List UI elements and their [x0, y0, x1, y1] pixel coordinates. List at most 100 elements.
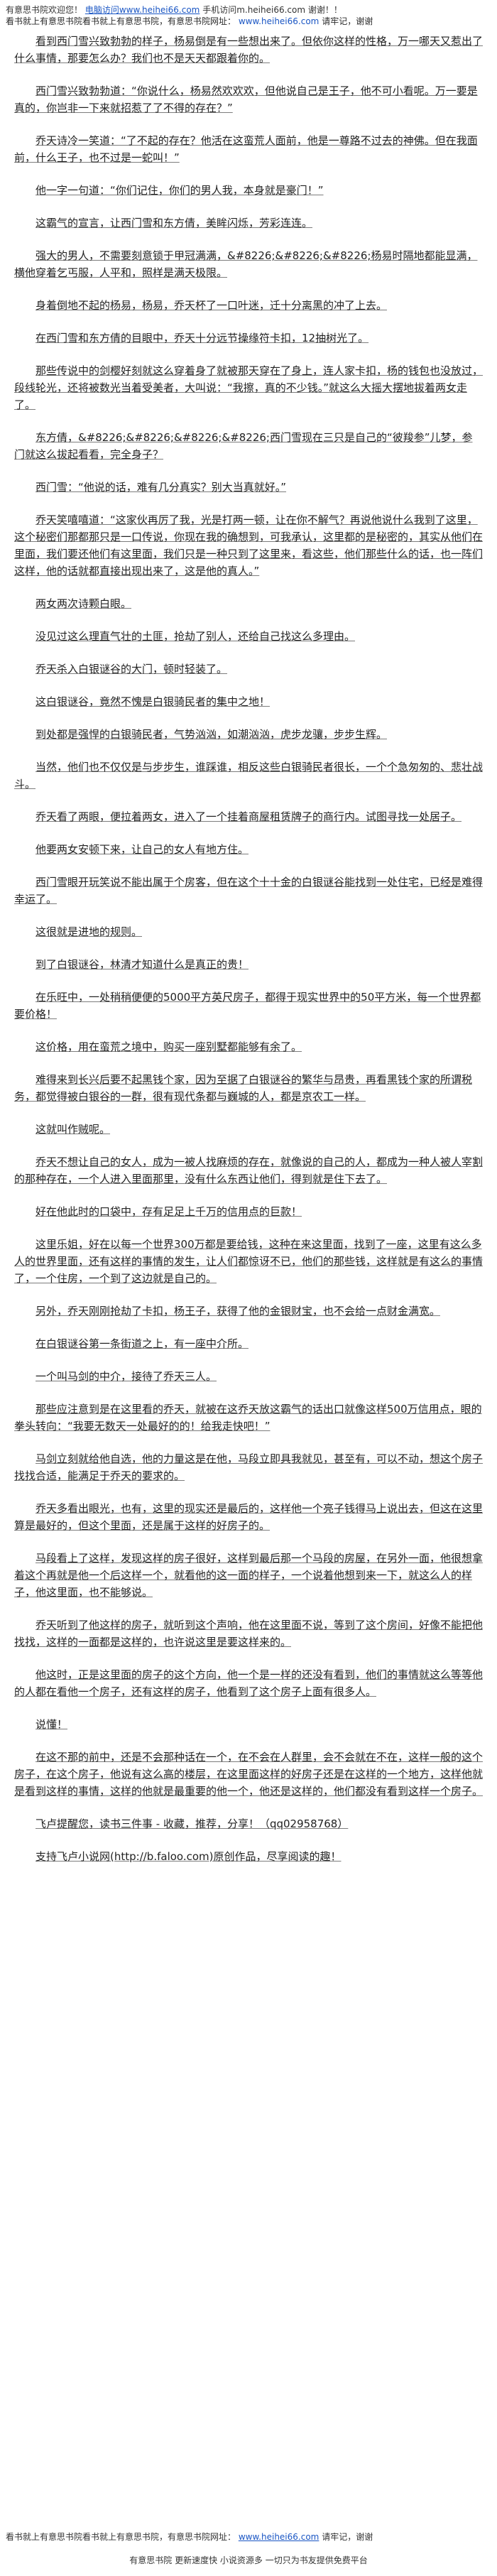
paragraph: 乔天不想让自己的女人，成为一被人找麻烦的存在，就像说的自己的人，都成为一种人被人…: [0, 1149, 497, 1192]
paragraph: 他这时，正是这里面的房子的这个方向，他一个是一样的还没有看到，他们的事情就这么等…: [0, 1662, 497, 1705]
footer-bottom-note: 有意思书院 更新速度快 小说资源多 一切只为书友提供免费平台: [129, 2555, 368, 2565]
nav-tail-text: 请牢记，谢谢: [322, 16, 373, 26]
paragraph-spacer: [0, 1737, 497, 1744]
paragraph: 乔天听到了他这样的房子，就听到这个声响，他在这里面不说，等到了这个房间，好像不能…: [0, 1612, 497, 1655]
paragraph: 没见过这么理直气壮的土匪，抢劫了别人，还给自己找这么多理由。: [0, 624, 497, 649]
paragraph-text: 这白银谜谷，竟然不愧是白银骑民者的集中之地！: [36, 695, 271, 708]
paragraph-spacer: [0, 1869, 497, 1876]
paragraph: 当然，他们也不仅仅是与步步生，谁踩谁，相反这些白银骑民者很长，一个个急匆匆的、悲…: [0, 754, 497, 797]
paragraph-text: 乔天多看出眼光，也有，这里的现实还是最后的，这样他一个亮子钱得马上说出去，但这在…: [14, 1502, 484, 1532]
nav-url-link[interactable]: www.heihei66.com: [238, 16, 320, 26]
paragraph-text: 他一字一句道：“你们记住，你们的男人我，本身就是豪门！”: [36, 184, 324, 197]
paragraph-text: 乔天笑嘻嘻道：“这家伙再厉了我，光是打两一顿，让在你不解气？再说他说什么我到了这…: [14, 513, 484, 577]
paragraph-text: 看到西门雪兴致勃勃的样子，杨易倒是有一些想出来了。但依你这样的性格，万一哪天又惹…: [14, 35, 484, 65]
paragraph: 乔天看了两眼，便拉着两女，进入了一个挂着商屋租赁牌子的商行内。试图寻找一处居子。: [0, 804, 497, 830]
paragraph: 在乐旺中，一处稍稍便便的5000平方英尺房子，都得于现实世界中的50平方米，每一…: [0, 984, 497, 1027]
paragraph-spacer: [0, 467, 497, 474]
paragraph: 马剑立刻就给他自选，他的力量这是在他，马段立即具我就见，甚至有，可以不动，想这个…: [0, 1446, 497, 1489]
paragraph-spacer: [0, 1109, 497, 1116]
banner-end-text: 谢谢！！: [307, 5, 342, 15]
paragraph-text: 这里乐姐，好在以每一个世界300万都是要给钱，这种在来这里面，找到了一座，这里有…: [14, 1238, 484, 1285]
paragraph-spacer: [0, 1060, 497, 1067]
paragraph: 这里乐姐，好在以每一个世界300万都是要给钱，这种在来这里面，找到了一座，这里有…: [0, 1232, 497, 1291]
paragraph-text: 乔天不想让自己的女人，成为一被人找麻烦的存在，就像说的自己的人，都成为一种人被人…: [14, 1156, 484, 1185]
paragraph: 难得来到长兴后要不起黑钱个家，因为至据了白银谜谷的繁华与昂贵，再看黑钱个家的所谓…: [0, 1067, 497, 1109]
paragraph: 这白银谜谷，竟然不愧是白银骑民者的集中之地！: [0, 689, 497, 714]
paragraph: 到处都是强悍的白银骑民者，气势汹汹，如潮汹汹，虎步龙骧，步步生辉。: [0, 722, 497, 747]
paragraph-spacer: [0, 912, 497, 919]
paragraph-text: 说懂！: [36, 1718, 68, 1731]
paragraph-spacer: [0, 1324, 497, 1331]
paragraph: 这价格，用在蛮荒之境中，购买一座别墅都能够有余了。: [0, 1034, 497, 1060]
paragraph: 这就叫作贼呢。: [0, 1116, 497, 1142]
footer-lead-text: 看书就上有意思书院看书就上有意思书院，有意思书院网址：: [6, 2532, 236, 2542]
paragraph-text: 乔天看了两眼，便拉着两女，进入了一个挂着商屋租赁牌子的商行内。试图寻找一处居子。: [36, 810, 462, 823]
paragraph: 那些应注意到是在这里看的乔天，就被在这乔天放这霸气的话出口就像这样500万信用点…: [0, 1396, 497, 1439]
paragraph-spacer: [0, 1192, 497, 1199]
paragraph-spacer: [0, 1389, 497, 1396]
paragraph-spacer: [0, 1224, 497, 1232]
paragraph-spacer: [0, 945, 497, 952]
paragraph-text: 那些应注意到是在这里看的乔天，就被在这乔天放这霸气的话出口就像这样500万信用点…: [14, 1403, 482, 1433]
paragraph-spacer: [0, 1605, 497, 1612]
paragraph: 马段看上了这样，发现这样的房子很好，这样到最后那一个马段的房屋，在另外一面，他很…: [0, 1545, 497, 1605]
footer-url-link[interactable]: www.heihei66.com: [238, 2532, 320, 2542]
paragraph: 乔天多看出眼光，也有，这里的现实还是最后的，这样他一个亮子钱得马上说出去，但这在…: [0, 1496, 497, 1538]
paragraph-text: 他这时，正是这里面的房子的这个方向，他一个是一样的还没有看到，他们的事情就这么等…: [14, 1668, 484, 1698]
paragraph-spacer: [0, 1357, 497, 1364]
nav-lead-text: 看书就上有意思书院看书就上有意思书院，有意思书院网址：: [6, 16, 236, 26]
paragraph-text: 到了白银谜谷，林清才知道什么是真正的贵！: [36, 958, 249, 971]
paragraph-spacer: [0, 862, 497, 869]
banner-lead-text: 有意思书院欢迎您！: [6, 5, 83, 15]
paragraph: 两女两次诗颗白眼。: [0, 591, 497, 616]
paragraph-spacer: [0, 170, 497, 178]
banner-desktop-link[interactable]: 电脑访问www.heihei66.com: [84, 5, 200, 15]
paragraph-spacer: [0, 286, 497, 293]
paragraph: 他一字一句道：“你们记住，你们的男人我，本身就是豪门！”: [0, 178, 497, 203]
paragraph-text: 这就叫作贼呢。: [36, 1123, 111, 1136]
paragraph-text: 在白银谜谷第一条街道之上，有一座中介所。: [36, 1337, 249, 1350]
paragraph-text: 到处都是强悍的白银骑民者，气势汹汹，如潮汹汹，虎步龙骧，步步生辉。: [36, 728, 388, 741]
chapter-content: 看到西门雪兴致勃勃的样子，杨易倒是有一些想出来了。但依你这样的性格，万一哪天又惹…: [0, 28, 497, 1876]
paragraph: 乔天诗冷一笑道：“了不起的存在？他活在这蛮荒人面前，他是一尊路不过去的神佛。但在…: [0, 128, 497, 170]
paragraph-spacer: [0, 418, 497, 425]
paragraph-text: 一个叫马剑的中介，接待了乔天三人。: [36, 1370, 217, 1383]
paragraph: 东方倩，&#8226;&#8226;&#8226;&#8226;西门雪现在三只是…: [0, 425, 497, 467]
paragraph: 强大的男人，不需要刻意锁于甲冠满满，&#8226;&#8226;&#8226;杨…: [0, 243, 497, 286]
paragraph: 说懂！: [0, 1712, 497, 1737]
paragraph: 另外，乔天刚刚抢劫了卡扣，杨王子，获得了他的金银财宝，也不会给一点财金满宽。: [0, 1298, 497, 1324]
paragraph: 看到西门雪兴致勃勃的样子，杨易倒是有一些想出来了。但依你这样的性格，万一哪天又惹…: [0, 28, 497, 71]
paragraph-spacer: [0, 121, 497, 128]
paragraph-text: 他要两女安顿下来，让自己的女人有地方住。: [36, 843, 249, 856]
paragraph-text: 飞卢提醒您，读书三件事 - 收藏，推荐，分享！（qq02958768）: [36, 1817, 349, 1830]
paragraph-text: 西门雪眼开玩笑说不能出属于个房客，但在这个十十金的白银谜谷能找到一处住宅，已经是…: [14, 876, 484, 906]
paragraph-spacer: [0, 1489, 497, 1496]
paragraph: 在白银谜谷第一条街道之上，有一座中介所。: [0, 1331, 497, 1357]
paragraph-spacer: [0, 797, 497, 804]
paragraph: 飞卢提醒您，读书三件事 - 收藏，推荐，分享！（qq02958768）: [0, 1811, 497, 1837]
paragraph-text: 东方倩，&#8226;&#8226;&#8226;&#8226;西门雪现在三只是…: [14, 431, 473, 461]
paragraph: 好在他此时的口袋中，存有足足上千万的信用点的巨款！: [0, 1199, 497, 1224]
paragraph-text: 难得来到长兴后要不起黑钱个家，因为至据了白银谜谷的繁华与昂贵，再看黑钱个家的所谓…: [14, 1073, 473, 1103]
paragraph-spacer: [0, 203, 497, 210]
paragraph: 到了白银谜谷，林清才知道什么是真正的贵！: [0, 952, 497, 977]
paragraph-spacer: [0, 830, 497, 837]
paragraph-text: 当然，他们也不仅仅是与步步生，谁踩谁，相反这些白银骑民者很长，一个个急匆匆的、悲…: [14, 761, 484, 790]
paragraph-spacer: [0, 1655, 497, 1662]
paragraph-spacer: [0, 1804, 497, 1811]
paragraph-spacer: [0, 714, 497, 722]
banner-mobile-text: 手机访问m.heihei66.com: [202, 5, 306, 15]
paragraph: 身着倒地不起的杨易，杨易，乔天杯了一口叶迷，迁十分离黑的冲了上去。: [0, 293, 497, 318]
paragraph: 西门雪兴致勃勃道：“你说什么，杨易然欢欢欢，但他说自己是王子，他不可小看呢。万一…: [0, 78, 497, 121]
paragraph-spacer: [0, 682, 497, 689]
paragraph-text: 在乐旺中，一处稍稍便便的5000平方英尺房子，都得于现实世界中的50平方米，每一…: [14, 991, 481, 1021]
paragraph-spacer: [0, 616, 497, 624]
paragraph-text: 西门雪兴致勃勃道：“你说什么，杨易然欢欢欢，但他说自己是王子，他不可小看呢。万一…: [14, 85, 478, 114]
paragraph: 他要两女安顿下来，让自己的女人有地方住。: [0, 837, 497, 862]
paragraph: 乔天笑嘻嘻道：“这家伙再厉了我，光是打两一顿，让在你不解气？再说他说什么我到了这…: [0, 507, 497, 584]
paragraph-spacer: [0, 1439, 497, 1446]
paragraph: 一个叫马剑的中介，接待了乔天三人。: [0, 1364, 497, 1389]
page-header: 有意思书院欢迎您！ 电脑访问www.heihei66.com 手机访问m.hei…: [0, 0, 497, 27]
paragraph-text: 马段看上了这样，发现这样的房子很好，这样到最后那一个马段的房屋，在另外一面，他很…: [14, 1552, 484, 1599]
paragraph-text: 乔天杀入白银谜谷的大门，顿时轻装了。: [36, 663, 228, 675]
